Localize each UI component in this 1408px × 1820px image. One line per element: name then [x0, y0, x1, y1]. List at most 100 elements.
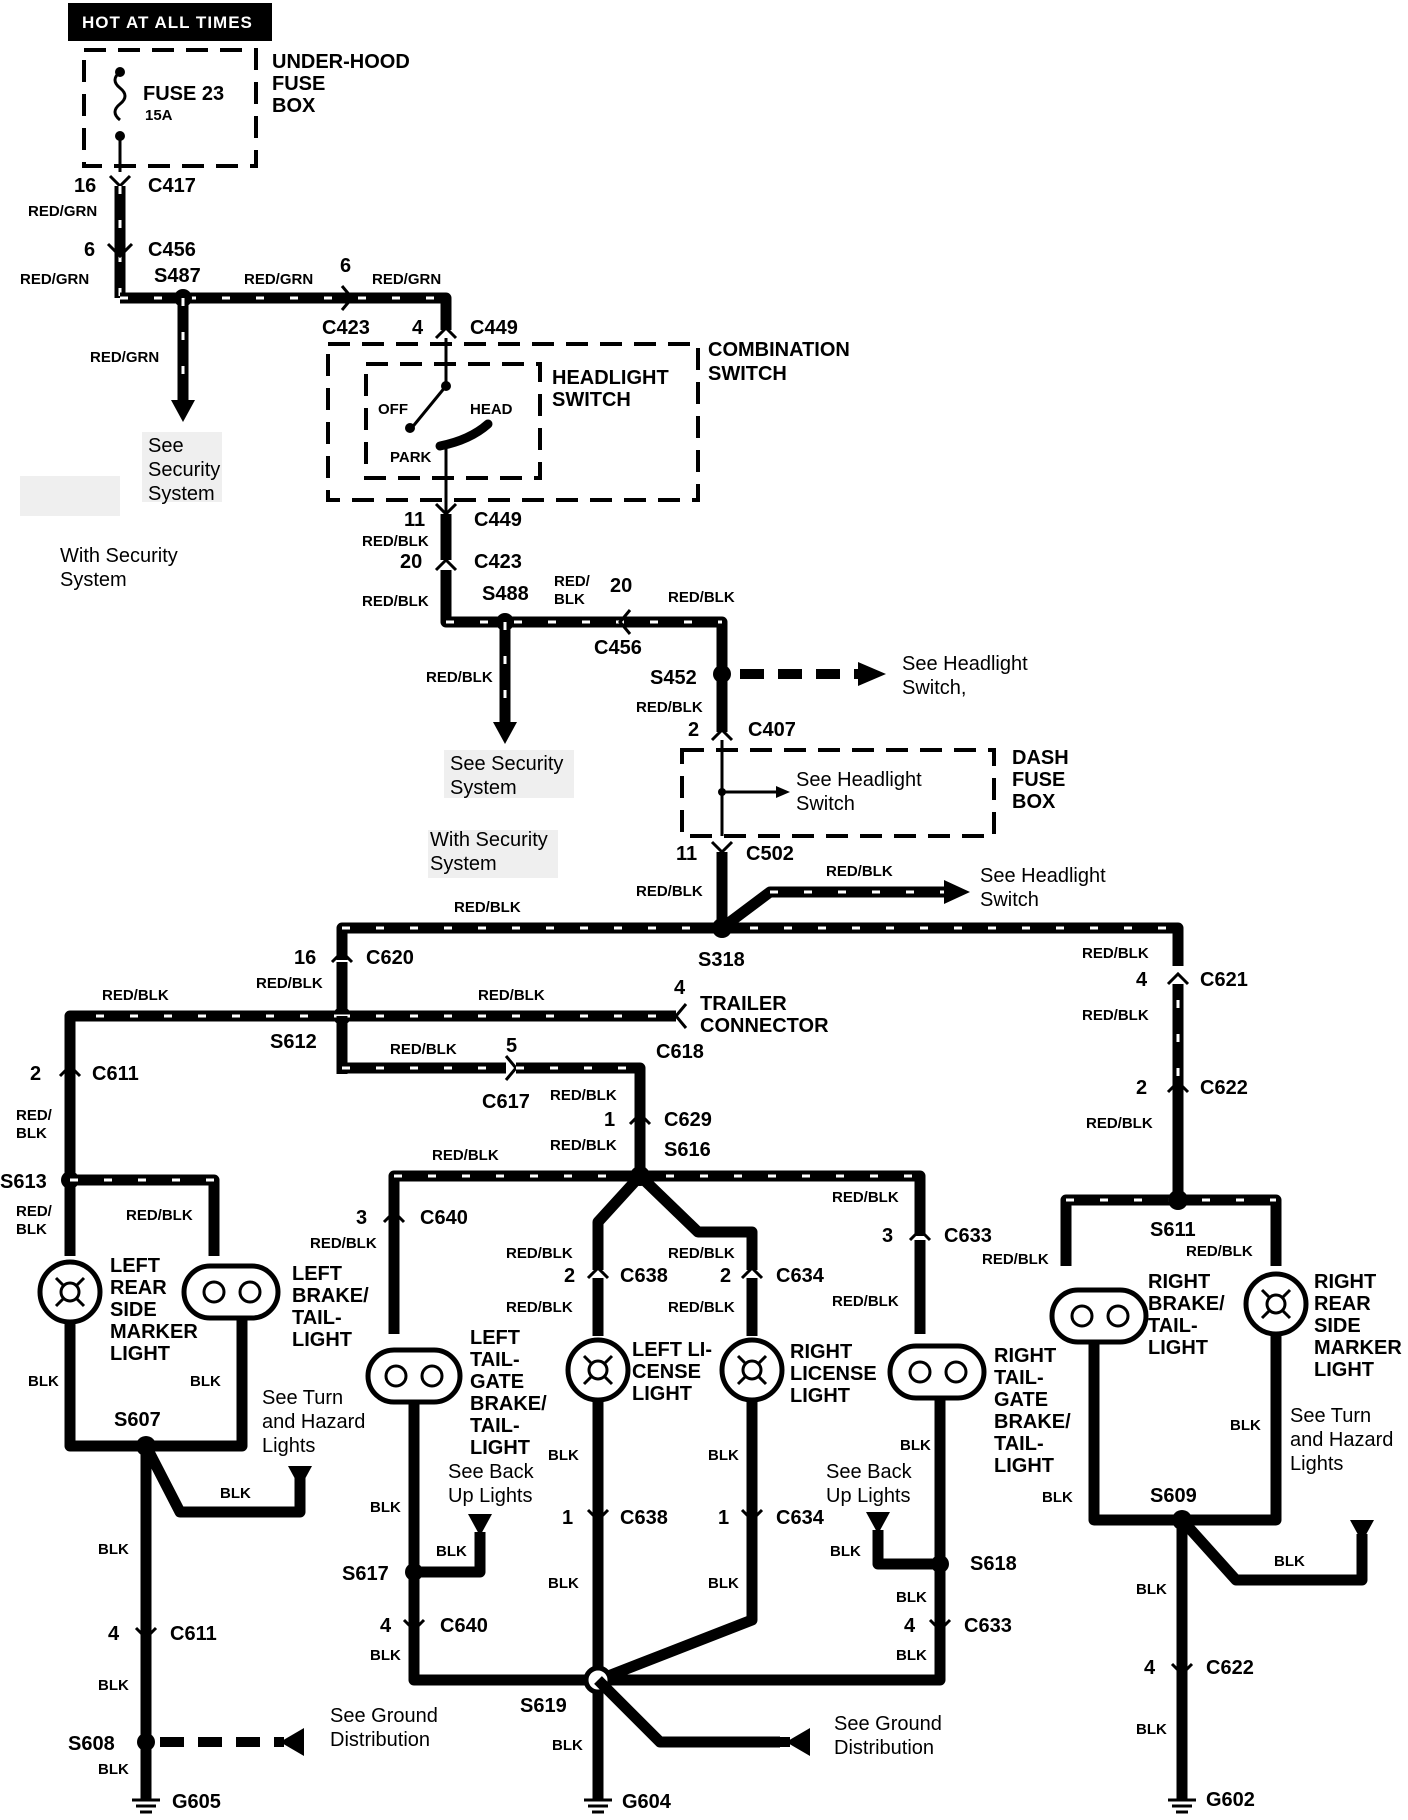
wire-color-red-blk-9: RED/BLK [1082, 945, 1149, 962]
right-license-label-3: LIGHT [790, 1385, 850, 1407]
splice-s609: S609 [1150, 1485, 1197, 1507]
pin-1-c629: 1 [604, 1109, 615, 1131]
pin-11-c502: 11 [676, 843, 697, 865]
arrow-see-ground-right [786, 1728, 810, 1756]
splice-s613: S613 [0, 1171, 47, 1193]
note-see-turn-left-1: See Turn [262, 1387, 343, 1409]
right-license-label-2: LICENSE [790, 1363, 877, 1385]
pin-4-c633: 4 [904, 1615, 916, 1637]
pin-4-c622: 4 [1144, 1657, 1156, 1679]
left-tailgate-label-1: LEFT [470, 1327, 520, 1349]
wire-color-red-blk-26: RED/BLK [1086, 1115, 1153, 1132]
wire-color-red-blk-15: RED/BLK [550, 1137, 617, 1154]
note-see-turn-right-2: and Hazard [1290, 1429, 1393, 1451]
connector-c640-top-mark [382, 1209, 406, 1224]
pin-2-c611: 2 [30, 1063, 41, 1085]
wire-red-blk-s616-right-license [636, 1172, 758, 1270]
headlight-switch-off: OFF [378, 401, 408, 418]
wire-color-red-blk-28: RED/BLK [1186, 1243, 1253, 1260]
connector-c456-mark [106, 242, 134, 259]
splice-s612: S612 [270, 1031, 317, 1053]
pin-11-c449: 11 [404, 509, 425, 531]
right-brake-tail-label-2: BRAKE/ [1148, 1293, 1225, 1315]
note-see-ground-left-2: Distribution [330, 1729, 430, 1751]
headlight-switch-blade [408, 385, 448, 431]
right-rear-side-marker-lamp [1243, 1271, 1309, 1337]
connector-c633-bottom: C633 [964, 1615, 1012, 1637]
wire-color-red-blk-18: RED/BLK [506, 1245, 573, 1262]
right-rear-side-marker-label-4: MARKER [1314, 1337, 1402, 1359]
pin-6-c423: 6 [340, 255, 351, 277]
pin-20-c456: 20 [610, 575, 632, 597]
note-see-turn-left-3: Lights [262, 1435, 315, 1457]
connector-c611-top-mark [58, 1063, 82, 1078]
connector-c449-bottom: C449 [474, 509, 522, 531]
wire-color-red-blk-24: RED/BLK [126, 1207, 193, 1224]
hot-at-all-times-banner [68, 3, 272, 41]
pin-4-c621: 4 [1136, 969, 1148, 991]
wire-red-grn-horizontal [120, 292, 452, 330]
pin-4-c611: 4 [108, 1623, 120, 1645]
wire-red-blk-s616-left-license [592, 1172, 645, 1270]
right-brake-tail-label-4: LIGHT [1148, 1337, 1208, 1359]
combination-switch-box [326, 342, 700, 502]
connector-c629-mark [628, 1111, 652, 1126]
wire-color-red-blk-13: RED/BLK [390, 1041, 457, 1058]
connector-c634-top: C634 [776, 1265, 825, 1287]
arrow-see-headlight-2 [944, 880, 970, 904]
splice-s611: S611 [1150, 1219, 1196, 1241]
left-brake-tail-label-3: TAIL- [292, 1307, 342, 1329]
wire-color-red-blk-4: RED/BLK [426, 669, 493, 686]
connector-c638-top-mark [586, 1265, 610, 1280]
arrow-see-ground-left [280, 1728, 304, 1756]
wire-color-blk-slash: BLK [554, 591, 585, 608]
left-tailgate-label-3: GATE [470, 1371, 524, 1393]
under-hood-fuse-box-label-1: UNDER-HOOD [272, 51, 410, 73]
splice-s318-dot [712, 918, 732, 938]
under-hood-fuse-box [82, 48, 258, 168]
connector-c633-bottom-mark [928, 1618, 952, 1633]
connector-c611-top: C611 [92, 1063, 139, 1085]
connector-c423-bottom: C423 [474, 551, 522, 573]
splice-s488: S488 [482, 583, 529, 605]
arrow-see-backup-left [468, 1514, 492, 1536]
connector-c640-top: C640 [420, 1207, 468, 1229]
fuse-23-rating: 15A [145, 107, 173, 124]
pin-3-c633: 3 [882, 1225, 893, 1247]
left-tailgate-lamp [365, 1347, 463, 1405]
connector-c611-bottom: C611 [170, 1623, 217, 1645]
wire-color-blk-15: BLK [830, 1543, 861, 1560]
left-license-label-3: LIGHT [632, 1383, 692, 1405]
left-brake-tail-label-4: LIGHT [292, 1329, 352, 1351]
wire-color-blk-5: BLK [98, 1677, 129, 1694]
connector-c620-mark [330, 949, 354, 964]
wire-color-red-blk-25: RED/BLK [1082, 1007, 1149, 1024]
connector-c634-top-mark [740, 1265, 764, 1280]
dash-fuse-box-note-1: See Headlight [796, 769, 922, 791]
left-tailgate-label-5: TAIL- [470, 1415, 520, 1437]
wire-color-red-grn-1: RED/GRN [28, 203, 97, 220]
connector-c456-bottom: C456 [594, 637, 642, 659]
note-see-headlight-1b: Switch, [902, 677, 966, 699]
splice-s616: S616 [664, 1139, 711, 1161]
splice-s318: S318 [698, 949, 745, 971]
left-brake-tail-label-1: LEFT [292, 1263, 342, 1285]
wire-color-blk-slash-3: BLK [16, 1221, 47, 1238]
wire-blk-s617-backup [414, 1532, 486, 1578]
ground-g602: G602 [1206, 1789, 1255, 1811]
wire-blk-s619-ground-dist [594, 1676, 780, 1748]
wire-color-red-slash-2: RED/ [16, 1107, 53, 1124]
connector-c423-top: C423 [322, 317, 370, 339]
arrow-see-headlight-1 [858, 662, 886, 686]
wire-color-red-blk-20: RED/BLK [668, 1245, 735, 1262]
wire-color-blk-16: BLK [896, 1589, 927, 1606]
fuse-23-icon [113, 67, 127, 141]
wire-color-blk-6: BLK [98, 1761, 129, 1778]
right-rear-side-marker-label-1: RIGHT [1314, 1271, 1376, 1293]
right-tailgate-label-2: TAIL- [994, 1367, 1044, 1389]
splice-s608-dot [137, 1733, 155, 1751]
connector-c502-mark [710, 840, 734, 855]
connector-c638-bottom: C638 [620, 1507, 668, 1529]
wire-color-blk-13: BLK [708, 1575, 739, 1592]
